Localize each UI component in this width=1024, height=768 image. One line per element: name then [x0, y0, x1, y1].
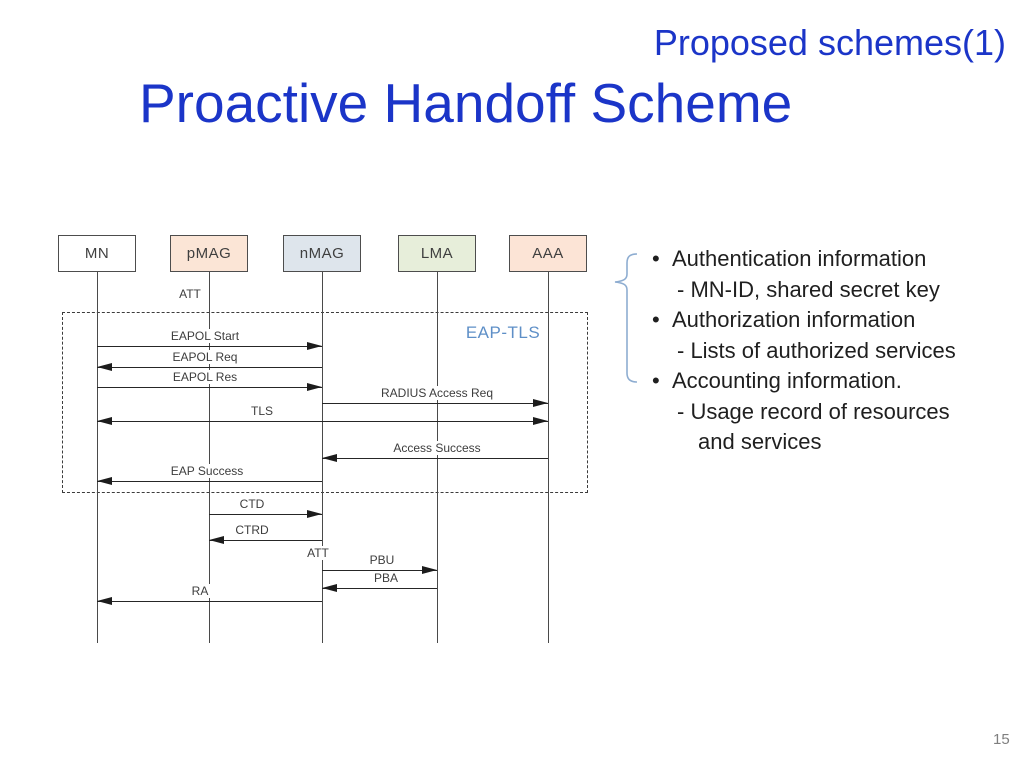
entity-label: AAA: [532, 245, 564, 262]
message-pba-label: PBA: [370, 571, 402, 585]
bullet-icon: •: [652, 368, 660, 393]
message-pbu-label: PBU: [366, 553, 398, 567]
message-tls-line: [97, 421, 548, 423]
lifeline-lma: [436, 272, 438, 643]
att-label-1: ATT: [176, 287, 204, 301]
message-ctrd-arrowhead: [209, 536, 224, 544]
att-label-2: ATT: [304, 546, 332, 560]
message-pba-arrowhead: [322, 584, 337, 592]
bullet-icon: •: [652, 246, 660, 271]
note-bullet-item: • Accounting information.: [652, 366, 1024, 397]
entity-label: nMAG: [299, 245, 345, 262]
message-eap-success-arrowhead: [97, 477, 112, 485]
message-radius-access-req-arrowhead: [533, 399, 548, 407]
entity-label: LMA: [420, 245, 454, 262]
notes-block: • Authentication information - MN-ID, shar…: [652, 244, 1024, 458]
message-eapol-res-arrowhead: [307, 383, 322, 391]
message-eap-success-label: EAP Success: [167, 464, 247, 478]
note-sub-item: - MN-ID, shared secret key: [652, 275, 1024, 306]
entity-label: pMAG: [186, 245, 232, 262]
lifeline-aaa: [547, 272, 549, 643]
message-eapol-req-label: EAPOL Req: [169, 350, 241, 364]
message-ra-line: [97, 601, 322, 603]
lifeline-pmag: [208, 272, 210, 643]
note-text: Authorization information: [672, 307, 916, 332]
note-bullet-item: • Authorization information: [652, 305, 1024, 336]
entity-aaa: AAA: [509, 235, 587, 272]
message-eapol-res-label: EAPOL Res: [169, 370, 241, 384]
message-eapol-start-label: EAPOL Start: [167, 329, 243, 343]
note-bullet-item: • Authentication information: [652, 244, 1024, 275]
note-text: Accounting information.: [672, 368, 902, 393]
message-pbu-arrowhead: [422, 566, 437, 574]
message-ctrd-label: CTRD: [232, 523, 272, 537]
note-text: Authentication information: [672, 246, 927, 271]
page-title: Proactive Handoff Scheme: [139, 72, 793, 134]
note-text: - Usage record of resources: [677, 398, 950, 424]
message-tls-arrowhead: [97, 417, 112, 425]
entity-lma: LMA: [398, 235, 476, 272]
message-tls-label: TLS: [247, 404, 277, 418]
message-eap-success-line: [97, 481, 322, 483]
message-pba-line: [322, 588, 437, 590]
note-sub-item: - Usage record of resources: [652, 397, 1024, 428]
eap-tls-label: EAP-TLS: [463, 323, 543, 343]
message-radius-access-req-line: [322, 403, 548, 405]
slide-eyebrow: Proposed schemes(1): [653, 22, 1006, 63]
eap-tls-dashed-box: [62, 312, 588, 493]
entity-nmag: nMAG: [283, 235, 361, 272]
message-eapol-req-line: [97, 367, 322, 369]
message-ra-arrowhead: [97, 597, 112, 605]
message-radius-access-req-label: RADIUS Access Req: [377, 386, 497, 400]
bullet-icon: •: [652, 307, 660, 332]
message-ctd-line: [209, 514, 322, 516]
message-access-success-line: [322, 458, 548, 460]
message-eapol-start-line: [97, 346, 322, 348]
message-eapol-res-line: [97, 387, 322, 389]
note-text: - Lists of authorized services: [677, 337, 956, 363]
entity-label: MN: [84, 245, 110, 262]
entity-mn: MN: [58, 235, 136, 272]
message-pbu-line: [322, 570, 437, 572]
message-access-success-label: Access Success: [390, 441, 484, 455]
note-sub-item: - Lists of authorized services: [652, 336, 1024, 367]
note-text: - MN-ID, shared secret key: [677, 276, 940, 302]
left-brace-icon: [614, 253, 638, 383]
message-ctd-arrowhead: [307, 510, 322, 518]
note-text: and services: [698, 429, 822, 454]
message-ctrd-line: [209, 540, 322, 542]
entity-pmag: pMAG: [170, 235, 248, 272]
message-eapol-start-arrowhead: [307, 342, 322, 350]
message-access-success-arrowhead: [322, 454, 337, 462]
message-eapol-req-arrowhead: [97, 363, 112, 371]
note-sub-item: and services: [652, 427, 1024, 458]
page-number: 15: [993, 731, 1010, 748]
lifeline-mn: [96, 272, 98, 643]
message-ctd-label: CTD: [236, 497, 268, 511]
message-tls-arrowhead: [533, 417, 548, 425]
message-ra-label: RA: [188, 584, 212, 598]
